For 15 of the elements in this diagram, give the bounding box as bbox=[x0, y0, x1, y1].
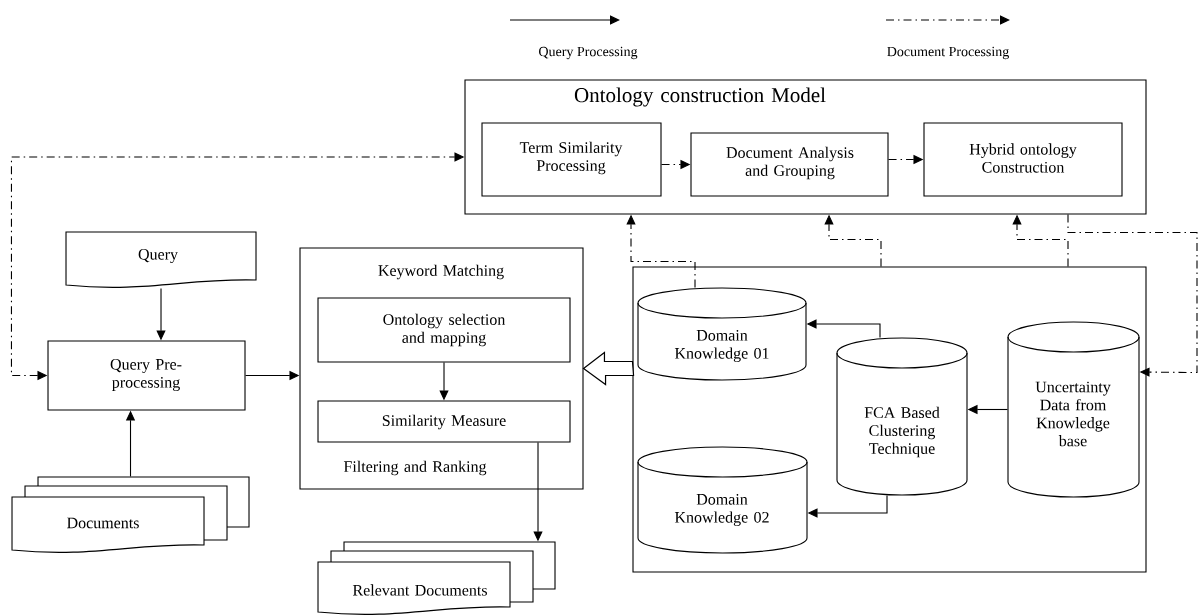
legend-label: Document Processing bbox=[887, 46, 1009, 60]
process-box: Query Pre-processing bbox=[47, 340, 246, 411]
process-box: Hybrid ontology Construction bbox=[923, 122, 1123, 197]
database-cylinder: Uncertainty Data from Knowledge base bbox=[1007, 321, 1140, 498]
block-arrow bbox=[582, 351, 635, 386]
arrow bbox=[1067, 214, 1198, 377]
process-box: Similarity Measure bbox=[317, 400, 571, 443]
process-box: Term Similarity Processing bbox=[481, 122, 662, 197]
database-cylinder: Domain Knowledge 02 bbox=[637, 446, 808, 554]
container-box bbox=[632, 266, 1147, 573]
database-cylinder: FCA Based Clustering Technique bbox=[836, 337, 968, 496]
process-box: Ontology selection and mapping bbox=[317, 297, 571, 363]
database-cylinder: Domain Knowledge 01 bbox=[637, 287, 807, 381]
legend-label: Query Processing bbox=[539, 46, 638, 60]
process-box: Document Analysis and Grouping bbox=[690, 132, 889, 197]
